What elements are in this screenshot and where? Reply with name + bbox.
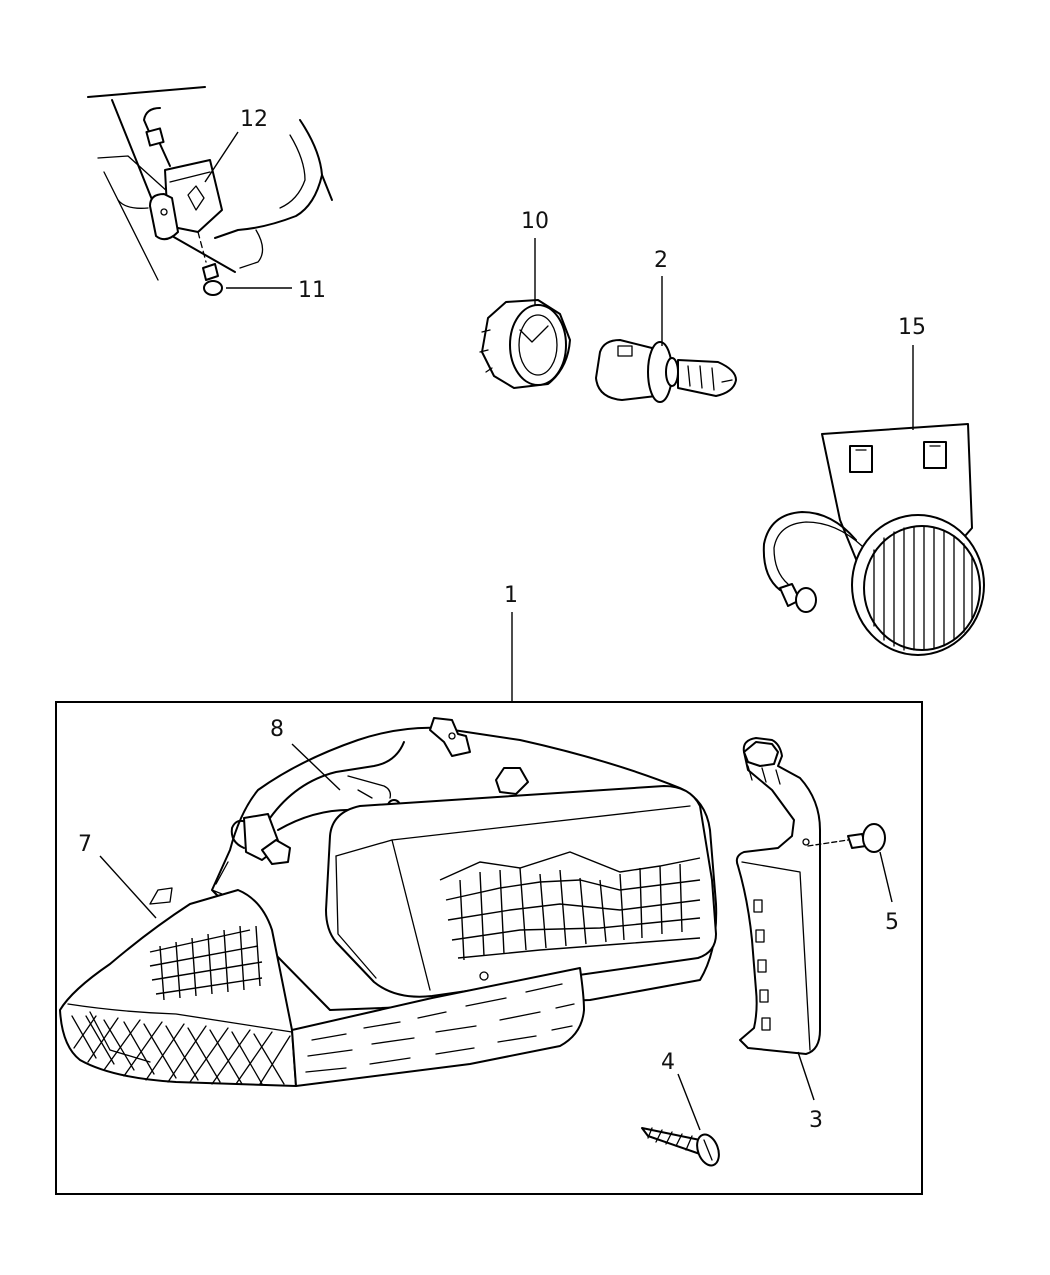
leader-3 [797,1051,815,1101]
callout-15: 15 [898,315,926,340]
socket-ring-10 [479,299,571,389]
halogen-bulb-2 [595,339,737,403]
callout-2: 2 [654,248,668,273]
park-turn-lamp-7 [59,887,297,1087]
callout-11: 11 [298,278,326,303]
callout-4: 4 [661,1050,675,1075]
callout-10: 10 [521,209,549,234]
callout-8: 8 [270,717,284,742]
callout-3: 3 [809,1108,823,1133]
headlamp-housing [211,717,718,1011]
park-lamp-upper-grid [149,925,263,1001]
callout-5: 5 [885,910,899,935]
module-assembly-12 [87,86,333,296]
screw-4 [641,1127,720,1167]
side-bracket-3 [735,737,821,1055]
leader-5 [879,851,893,903]
leader-8 [291,743,341,791]
leader-4 [677,1073,701,1131]
fog-lamp-15 [762,423,985,656]
headlamp-lens-grid [439,851,701,961]
callout-7: 7 [78,832,92,857]
callout-1: 1 [504,583,518,608]
leader-7 [99,855,157,919]
leader-12 [204,131,239,183]
lower-bezel [291,967,585,1087]
push-pin-5 [807,823,886,853]
park-lamp-lower-pattern [71,1015,291,1085]
callout-12: 12 [240,107,268,132]
assembly-1-frame [55,701,923,1195]
